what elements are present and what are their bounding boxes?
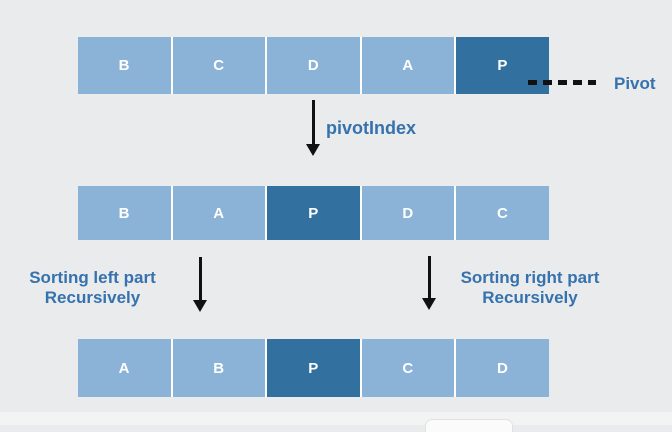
array-cell: B [170, 339, 266, 397]
array-cell: C [454, 186, 549, 240]
pivot-index-label: pivotIndex [326, 118, 417, 138]
arrow-shaft [198, 257, 202, 300]
right-recursion-arrow [422, 256, 436, 310]
pivot-label: Pivot [614, 74, 656, 93]
array-cell: B [78, 37, 171, 94]
arrow-head-icon [193, 300, 207, 312]
arrow-head-icon [422, 298, 436, 310]
pivot-dashed-connector [528, 80, 596, 85]
array-cell-pivot: P [265, 339, 360, 397]
arrow-shaft [427, 256, 431, 298]
array-cell: B [78, 186, 171, 240]
array-cell: C [359, 339, 455, 397]
array-cell: A [170, 186, 266, 240]
sorting-right-label: Sorting right part Recursively [445, 268, 615, 308]
array-cell: D [454, 339, 549, 397]
sorting-right-line2: Recursively [482, 288, 578, 307]
bottom-strip [0, 412, 672, 425]
array-cell-pivot: P [454, 37, 549, 94]
array-cell-pivot: P [265, 186, 360, 240]
arrow-head-icon [306, 144, 320, 156]
arrow-shaft [311, 100, 315, 144]
sorting-left-label: Sorting left part Recursively [10, 268, 175, 308]
pivot-index-arrow [306, 100, 320, 156]
array-cell: A [78, 339, 171, 397]
sorting-left-line1: Sorting left part [29, 268, 156, 287]
array-cell: C [170, 37, 266, 94]
array-cell: A [359, 37, 455, 94]
left-recursion-arrow [193, 257, 207, 312]
array-cell: D [265, 37, 360, 94]
array-cell: D [359, 186, 455, 240]
sorting-left-line2: Recursively [44, 288, 141, 307]
sorting-right-line1: Sorting right part [460, 268, 600, 287]
bottom-peek-button[interactable] [425, 419, 513, 432]
